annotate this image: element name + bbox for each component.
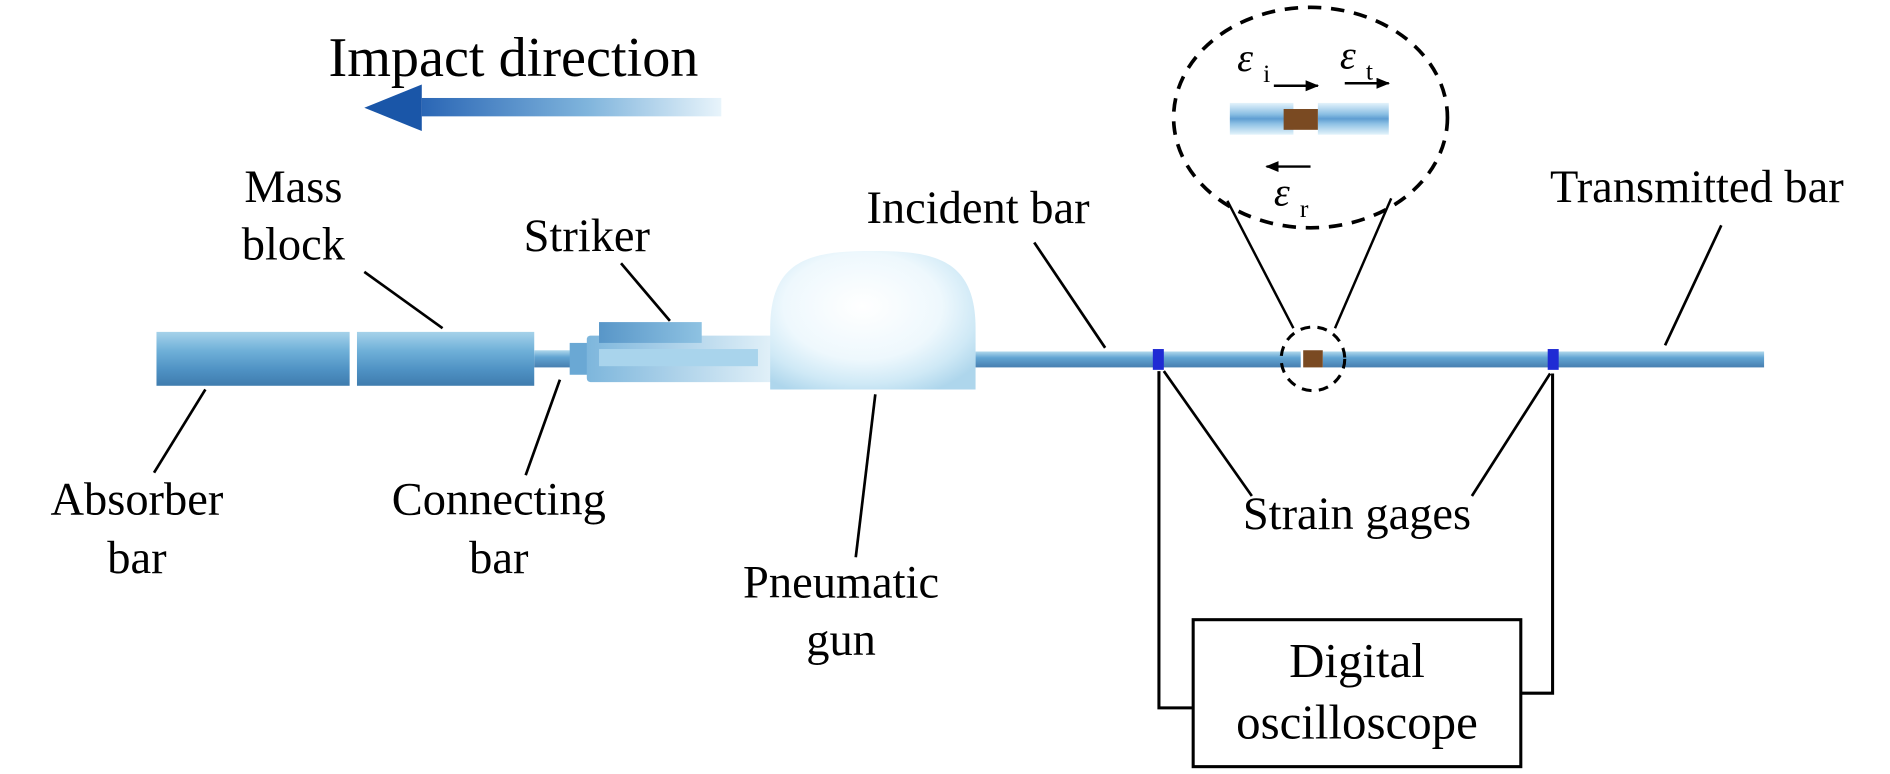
oscilloscope-box [1191,618,1523,769]
mass-block-label-line1: Mass [244,162,342,213]
transmitted-bar-label: Transmitted bar [1550,162,1844,213]
leader-connecting-bar [524,379,562,476]
striker [599,322,702,343]
mass-block [356,331,535,386]
inset-transmitted-bar [1317,102,1389,135]
leader-mass-block [363,270,444,330]
pneumatic-gun-dome [770,251,976,390]
leader-pneumatic-gun [854,394,877,558]
leader-striker [620,262,671,322]
leader-strain-gage-left [1162,370,1253,497]
connecting-bar-label-line1: Connecting [392,474,606,525]
pneumatic-gun-label-line1: Pneumatic [743,558,939,609]
strain-gages-label: Strain gages [1243,489,1471,540]
leader-incident-bar [1033,241,1107,349]
mass-block-label-line2: block [242,220,346,271]
inset-dashed-circle [1171,5,1450,230]
absorber-bar [156,331,350,386]
incident-bar [975,351,1301,368]
leader-absorber-bar [152,388,207,474]
epsilon-transmitted-label: ε t [1340,33,1373,86]
impact-arrow-tail [421,97,722,117]
striker-label: Striker [524,211,651,262]
epsilon-reflected-label: ε r [1274,170,1309,223]
epsilon-incident-label: ε i [1237,35,1270,88]
inset-incident-bar [1229,102,1294,135]
striker-inner-rod [599,349,758,367]
specimen-zoom-circle [1279,325,1347,393]
absorber-bar-label-line1: Absorber [51,474,224,525]
specimen [1303,350,1323,368]
zoom-funnel-line-right [1333,197,1393,329]
pneumatic-gun-label-line2: gun [806,615,876,666]
transmitted-bar [1322,351,1765,368]
strain-gage-incident [1152,349,1164,370]
zoom-funnel-line-left [1226,200,1295,329]
leader-strain-gage-right [1470,372,1552,497]
impact-arrow-head-icon [364,84,422,132]
strain-gage-transmitted [1547,349,1559,370]
inset-specimen [1283,108,1318,130]
oscilloscope-label-line1: Digital [1289,633,1425,688]
connecting-bar-label-line2: bar [469,533,529,584]
impact-direction-label: Impact direction [328,27,698,89]
wire-transmitted-gage [1520,373,1555,695]
connecting-collar [569,342,590,375]
incident-bar-label: Incident bar [866,183,1090,234]
wire-incident-gage [1157,371,1194,710]
leader-transmitted-bar [1663,224,1723,346]
absorber-bar-label-line2: bar [107,533,167,584]
oscilloscope-label-line2: oscilloscope [1236,694,1478,749]
